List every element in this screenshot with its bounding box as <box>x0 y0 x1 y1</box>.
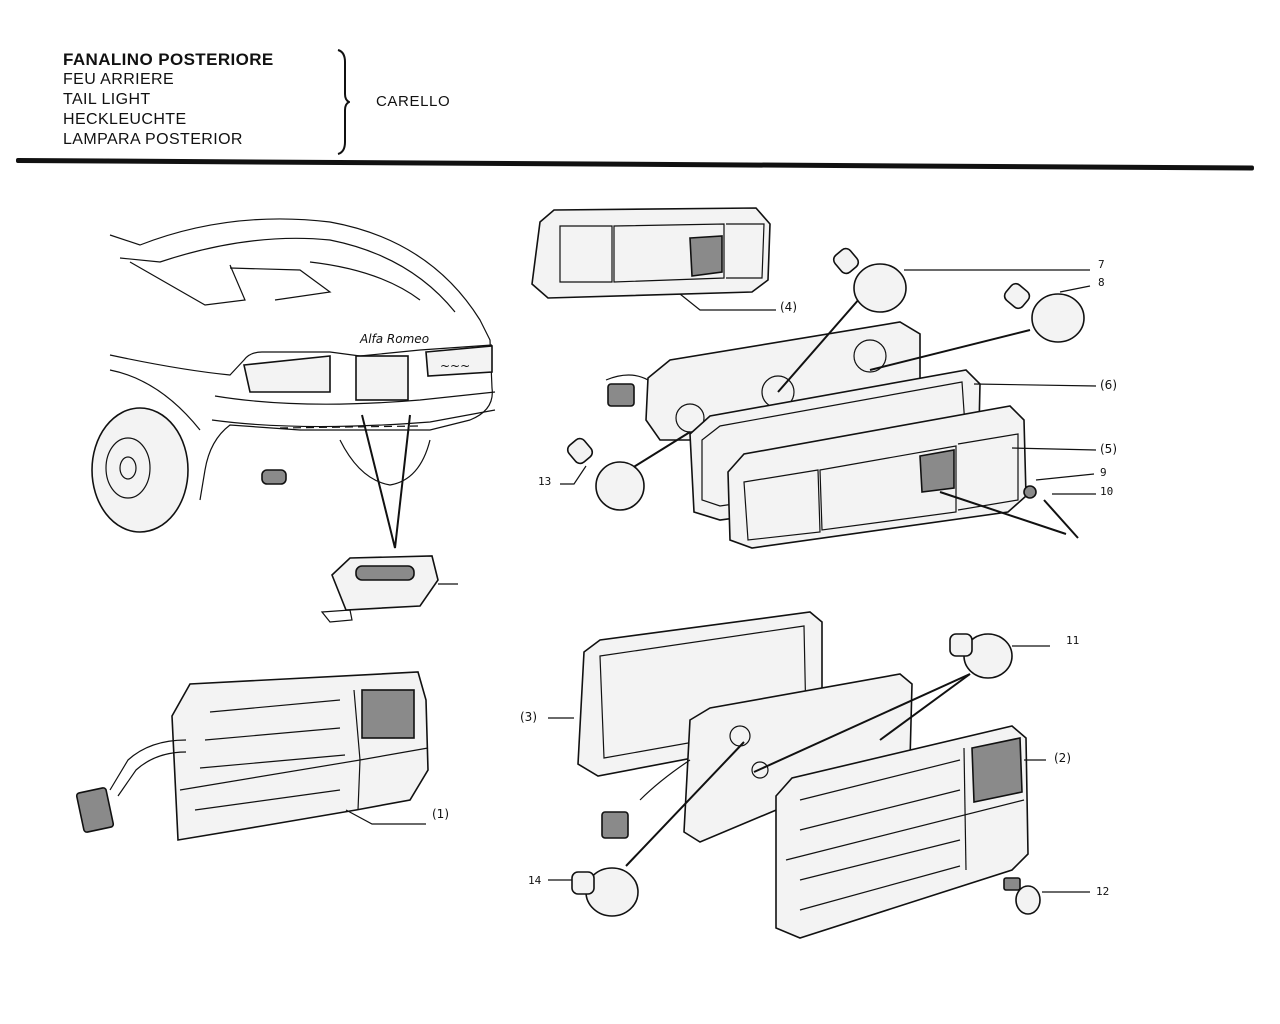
car-model-script: ~~~ <box>440 359 470 373</box>
title-english: TAIL LIGHT <box>63 91 151 108</box>
title-spanish: LAMPARA POSTERIOR <box>63 131 243 148</box>
screw-12 <box>1003 877 1041 915</box>
bulb-8 <box>1003 282 1085 343</box>
tail-light-1-reflector <box>361 689 415 739</box>
callout-1: (1) <box>432 807 449 821</box>
callout-5: (5) <box>1100 442 1117 456</box>
callout-2: (2) <box>1054 751 1071 765</box>
tail-light-4-assembly: (4) <box>531 207 797 314</box>
callout-9: 9 <box>1100 466 1107 479</box>
tail-light-exploded-upper: (6) (5) 7 8 13 <box>538 247 1117 549</box>
car-right-taillight <box>425 345 493 377</box>
tail-light-1-assembly: (1) <box>75 671 449 841</box>
car-exhaust-pipe <box>261 469 287 485</box>
bulb-11 <box>949 633 1013 679</box>
title-french: FEU ARRIERE <box>63 71 175 88</box>
car-badge: Alfa Romeo <box>359 332 429 346</box>
callout-6: (6) <box>1100 378 1117 392</box>
housing-connector <box>607 383 635 407</box>
callout-10: 10 <box>1100 485 1113 498</box>
title-german: HECKLEUCHTE <box>63 111 187 128</box>
washer-9 <box>1023 485 1037 499</box>
lower-housing-connector <box>601 811 629 839</box>
car-left-taillight <box>243 355 331 393</box>
car-plate-recess <box>355 355 409 401</box>
title-brace <box>337 49 350 155</box>
bulb-14 <box>571 867 639 917</box>
screw-10 <box>1043 499 1079 539</box>
tail-light-1-connector <box>75 787 115 833</box>
callout-3: (3) <box>520 710 537 724</box>
tail-light-exploded-lower: (3) (2) 11 <box>520 611 1109 939</box>
callout-7: 7 <box>1098 258 1105 271</box>
callout-11: 11 <box>1066 634 1079 647</box>
callout-13: 13 <box>538 475 551 488</box>
car-rear-wheel <box>91 407 189 533</box>
callout-8: 8 <box>1098 276 1105 289</box>
title-italian: FANALINO POSTERIORE <box>63 50 274 69</box>
bulb-13 <box>566 437 645 511</box>
callout-4: (4) <box>780 300 797 314</box>
bulb-7 <box>832 247 907 313</box>
callout-12: 12 <box>1096 885 1109 898</box>
plate-light-assembly <box>320 555 458 623</box>
supplier-name: CARELLO <box>376 93 451 110</box>
car-rear-illustration: Alfa Romeo ~~~ <box>91 218 496 549</box>
title-block: FANALINO POSTERIORE FEU ARRIERE TAIL LIG… <box>63 50 274 150</box>
callout-14: 14 <box>528 874 542 887</box>
